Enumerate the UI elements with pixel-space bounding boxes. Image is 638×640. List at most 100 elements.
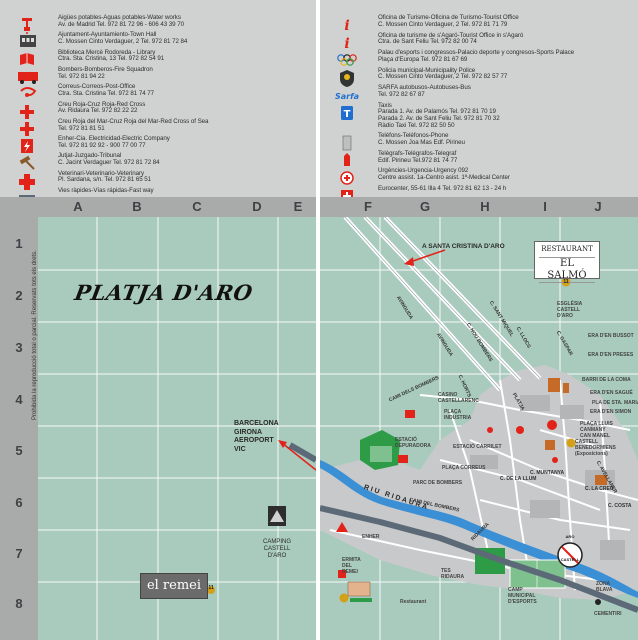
svg-text:Sarfa: Sarfa xyxy=(335,92,359,101)
telegraph-icon xyxy=(320,150,376,166)
fire-truck-icon xyxy=(0,66,56,84)
column-header: H xyxy=(480,199,490,214)
legend-entry-detail: Edif. Pirineu Tel.972 81 74 77 xyxy=(378,156,458,164)
svg-text:i: i xyxy=(344,36,349,52)
legend-entry-detail: Tel. 972 82 67 87 xyxy=(378,90,425,98)
aro-sign-line: CASTELL xyxy=(560,557,580,562)
poi-label-line: DEL xyxy=(342,562,352,569)
column-header: B xyxy=(132,199,142,214)
olympic-rings-icon xyxy=(320,49,376,66)
aro-sign: ARO CASTELL xyxy=(560,534,580,562)
legend-entry-detail: Ctra. Sta. Cristina, 13 Tel. 972 82 54 9… xyxy=(58,55,165,63)
poi-label[interactable]: ERA D'EN BUSSOT xyxy=(588,333,634,340)
poi-label-line: CANMANY xyxy=(580,426,606,433)
legend-entry-detail: Ctra. Sta. Cristina Tel. 972 81 74 77 xyxy=(58,89,155,97)
poi-label-line: Restaurant xyxy=(400,599,427,605)
poi-label[interactable]: BARRI DE LA COMA xyxy=(582,377,631,384)
poi-label-line: BARRI DE LA COMA xyxy=(582,377,631,383)
poi-label-line: PLAÇA LLUIS xyxy=(580,421,613,427)
poi-label-line: RIDAURA xyxy=(441,573,465,580)
street-label: C. LA CREU xyxy=(585,486,614,492)
restaurant-label: RESTAURANT xyxy=(541,245,593,253)
column-header: E xyxy=(293,199,303,214)
column-header: G xyxy=(419,199,431,214)
legend-entry-title: Telèfons-Teléfonos-Phone xyxy=(378,132,449,140)
legend-entry-title: Enher-Cia. Electricidad-Electric Company xyxy=(58,135,170,143)
restaurant-sign[interactable]: RESTAURANT EL SALMÓ xyxy=(534,241,600,283)
legend-entry-title: Vies ràpides-Vías rápidas-Fast way xyxy=(58,187,154,194)
poi-label-line: BENEDORMIENS xyxy=(575,444,616,451)
legend-entry-title: Ajuntament-Ayuntamiento-Town Hall xyxy=(58,31,157,39)
poi-label[interactable]: ERA D'EN SIMON xyxy=(590,409,631,416)
sea-red-cross-icon xyxy=(0,118,56,136)
legend-entry-title: Veterinari-Veterinario-Veterinary xyxy=(58,169,145,177)
restaurant-name: EL SALMÓ xyxy=(539,257,595,283)
legend-entry: Creu Roja del Mar-Cruz Roja del Mar-Red … xyxy=(0,117,316,136)
legend-entry-title: Correus-Correos-Post-Office xyxy=(58,83,136,91)
legend-entry-detail: Parada 2. Av. de Sant Feliu Tel. 972 81 … xyxy=(378,114,500,122)
svg-text:i: i xyxy=(344,18,349,34)
poi-label-line: PLAÇA xyxy=(444,409,462,415)
info-icon: i xyxy=(320,14,376,34)
legend-entry-title: Policia municipal-Municipality Police xyxy=(378,66,476,74)
poi-label[interactable]: ENHER xyxy=(362,534,380,541)
legend-entry-title: Creu Roja del Mar-Cruz Roja del Mar-Red … xyxy=(58,117,209,125)
row-header-bar xyxy=(0,217,38,640)
el-remei-sign[interactable]: el remei xyxy=(140,573,208,599)
label-barcelona-group: BARCELONA GIRONA AEROPORT VIC xyxy=(234,420,279,454)
legend-entry-title: Biblioteca Mercè Rodoreda - Library xyxy=(58,48,156,56)
row-header: 8 xyxy=(15,596,23,611)
poi-label[interactable]: ESTACIÓ CARRILET xyxy=(453,444,502,451)
poi-label-line: CEMENTIRI xyxy=(594,611,622,617)
poi-label[interactable]: ERA D'EN PRESES xyxy=(588,352,633,359)
poi-label-line: ERMITA xyxy=(342,557,361,563)
row-header: 2 xyxy=(15,288,23,303)
legend-entry-detail: C. Mossen Cinto Verdaguer, 2 Tel. 972 81… xyxy=(58,38,188,45)
map-panel-left[interactable] xyxy=(38,217,316,640)
legend-entry-detail: Tel. 972 81 94 22 xyxy=(58,72,105,80)
poi-label-line: ESTACIÓ CARRILET xyxy=(453,444,502,450)
poi-label-line: ESTACIÓ xyxy=(395,437,417,443)
poi-label-line: CASTELLARENC xyxy=(438,397,479,404)
column-header: F xyxy=(364,199,372,214)
label-daro: D'ARO xyxy=(267,553,287,559)
poi-label[interactable]: ERA D'EN SAGUÉ xyxy=(590,390,633,397)
poi-label-line: MUNICIPAL xyxy=(508,592,536,599)
poi-label[interactable]: Restaurant xyxy=(400,599,427,606)
label-vic: VIC xyxy=(234,445,246,453)
legend-entry-title: Taxis xyxy=(378,101,392,109)
poi-label[interactable]: PARC DE BOMBERS xyxy=(413,480,462,487)
info-icon: i xyxy=(320,32,376,52)
marker-11-left: 11 xyxy=(208,585,214,591)
taxi-icon: T xyxy=(320,102,376,130)
poi-label[interactable]: CEMENTIRI xyxy=(594,611,622,618)
legend-entry: Palau d'esports i congressos-Palacio dep… xyxy=(320,49,638,66)
fast-way xyxy=(320,505,638,613)
poi-label[interactable]: PLA DE STA. MARIA xyxy=(592,400,638,407)
label-aeroport: AEROPORT xyxy=(234,437,274,444)
label-camping: CAMPING xyxy=(262,539,291,545)
bus-logo-icon: Sarfa xyxy=(320,84,376,101)
marker-11-restaurant: 11 xyxy=(563,279,569,285)
legend-entry-title: Telègrafs-Telégrafos-Telegraf xyxy=(378,149,457,157)
poi-label-line: ERA D'EN SAGUÉ xyxy=(590,390,633,396)
poi-label[interactable]: PLAÇA CORREUS xyxy=(442,465,485,472)
